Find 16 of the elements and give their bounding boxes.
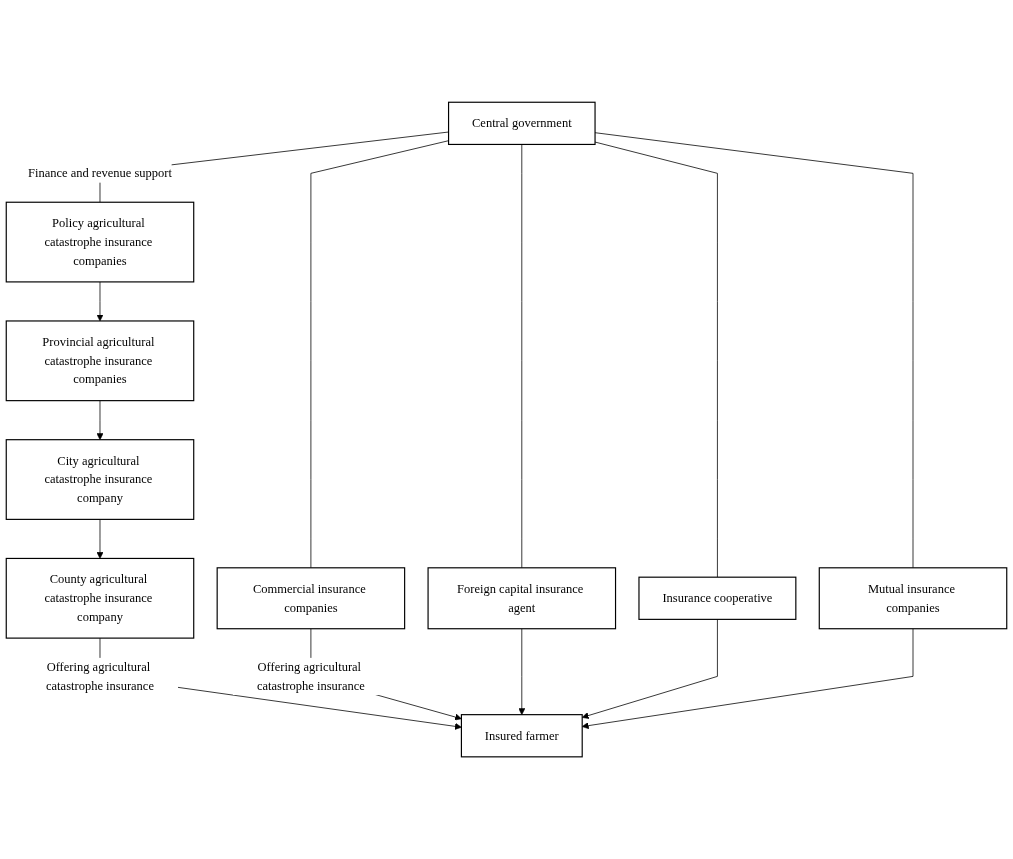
connector <box>594 141 718 578</box>
edge-label: Offering agricultural catastrophe insurance <box>256 659 365 692</box>
node-box: Policy agricultural catastrophe insurance companies <box>5 201 195 283</box>
connector <box>521 144 523 569</box>
node-box: Insurance cooperative <box>638 576 797 620</box>
edge-label: Offering agricultural catastrophe insurance <box>46 659 154 692</box>
node-box: Mutual insurance companies <box>818 567 1008 630</box>
edge-label: Finance and revenue support <box>27 166 173 180</box>
node-box: County agricultural catastrophe insurance company <box>5 557 195 639</box>
node-box: City agricultural catastrophe insurance company <box>5 439 195 520</box>
node-box: Foreign capital insurance agent <box>427 567 617 630</box>
node-box: Insured farmer <box>460 714 583 758</box>
connector <box>310 140 449 569</box>
node-box: Central government <box>448 101 596 145</box>
node-box: Commercial insurance companies <box>216 567 406 630</box>
node-box: Provincial agricultural catastrophe insurance companies <box>5 320 195 402</box>
